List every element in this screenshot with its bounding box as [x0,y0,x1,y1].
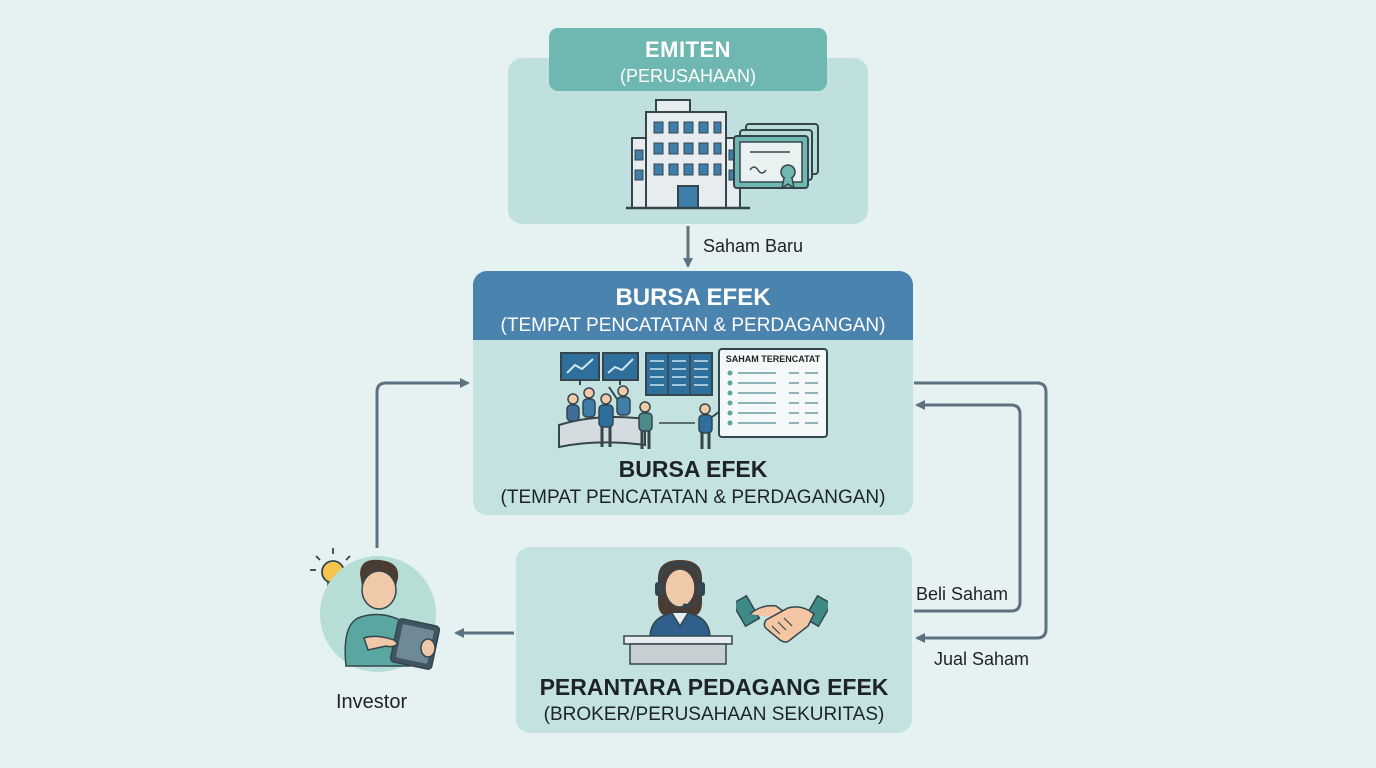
arrow-broker-to-bursa-inner [914,400,1022,613]
investor-tablet-icon [310,548,441,672]
bursa-efek-caption-title: BURSA EFEK [618,456,768,482]
stock-chart-monitor-icon [602,352,639,385]
bursa-efek-header-title: BURSA EFEK [615,284,771,311]
emiten-subtitle: (PERUSAHAAN) [619,66,757,86]
office-building-icon [626,99,750,210]
emiten-header: EMITEN (PERUSAHAAN) [549,28,827,91]
beli-saham-label: Beli Saham [916,584,1009,604]
bursa-efek-header: BURSA EFEK (TEMPAT PENCATATAN & PERDAGAN… [473,271,913,340]
emiten-title: EMITEN [644,37,732,62]
customer-service-agent-icon [623,560,733,665]
arrow-investor-to-bursa [375,378,470,548]
saham-baru-label: Saham Baru [703,236,804,256]
broker-subtitle: (BROKER/PERUSAHAAN SEKURITAS) [543,704,885,725]
certificate-icon [733,123,819,190]
listed-stocks-document-icon: SAHAM TERENCATAT [718,348,828,438]
handshake-icon [736,594,828,643]
bursa-efek-caption: BURSA EFEK (TEMPAT PENCATATAN & PERDAGAN… [473,456,913,509]
bursa-efek-caption-subtitle: (TEMPAT PENCATATAN & PERDAGANGAN) [500,487,886,508]
listed-stocks-title: SAHAM TERENCATAT [726,354,821,364]
broker-title: PERANTARA PEDAGANG EFEK [539,674,889,700]
arrow-bursa-to-broker-outer [914,381,1048,643]
investor-label: Investor [336,691,408,713]
trading-board-icon [645,352,713,396]
jual-saham-label: Jual Saham [934,649,1030,669]
trading-floor-illustration: SAHAM TERENCATAT [558,348,828,449]
bursa-efek-header-subtitle: (TEMPAT PENCATATAN & PERDAGANGAN) [500,315,886,336]
stock-chart-monitor-icon [560,352,600,385]
broker-caption: PERANTARA PEDAGANG EFEK (BROKER/PERUSAHA… [516,674,912,726]
